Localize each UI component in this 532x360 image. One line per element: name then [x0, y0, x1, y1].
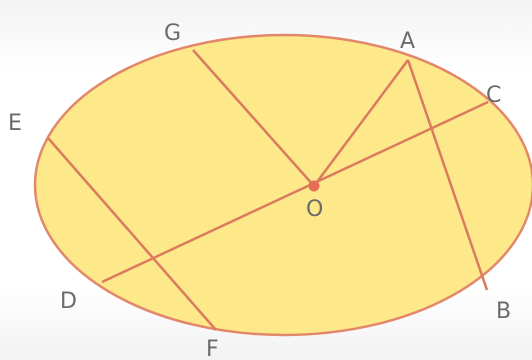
label-c: C — [486, 83, 501, 108]
label-b: B — [496, 299, 511, 324]
radius-og — [192, 49, 315, 187]
chord-ef — [47, 137, 217, 331]
label-a: A — [400, 29, 415, 54]
label-e: E — [8, 111, 22, 136]
label-d: D — [60, 289, 77, 314]
diameter-dc — [101, 100, 489, 284]
circle-shape — [33, 33, 532, 337]
label-o: O — [306, 197, 323, 222]
chord-ab — [406, 59, 489, 291]
radius-oa — [312, 59, 410, 187]
center-point — [308, 180, 320, 192]
label-f: F — [206, 337, 219, 360]
label-g: G — [164, 21, 181, 46]
